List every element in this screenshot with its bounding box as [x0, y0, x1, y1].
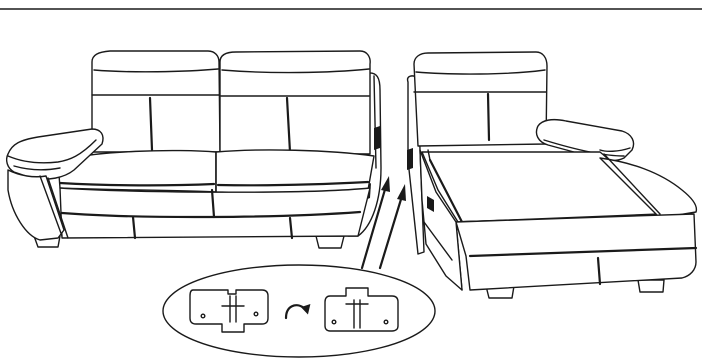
chaise-module [406, 51, 698, 299]
chaise-seat-cushion-right [599, 157, 698, 219]
rotate-arrow-icon [284, 304, 311, 320]
loveseat-back-cushion-right [219, 50, 371, 155]
insert-arrows [360, 176, 406, 270]
chaise-base-side [419, 149, 463, 291]
insert-arrow-icon-2 [378, 194, 404, 270]
connector-bracket-detail [162, 264, 436, 358]
bracket-after [324, 287, 399, 332]
loveseat-base [59, 187, 371, 239]
bracket-before [189, 289, 269, 333]
loveseat-module [5, 50, 382, 249]
loveseat-back-cushion-left [91, 50, 221, 153]
chaise-leg-right [637, 279, 665, 293]
chaise-back-cushion [413, 51, 548, 147]
loveseat-bracket-slot [374, 126, 380, 150]
chaise-side-slot [427, 196, 434, 212]
loveseat-leg-right [315, 235, 345, 249]
insert-arrow-icon [360, 184, 388, 270]
chaise-armrest [535, 118, 635, 162]
loveseat-armrest [5, 128, 104, 180]
loveseat-arm-side [7, 169, 65, 241]
chaise-bracket-slot [407, 148, 413, 170]
